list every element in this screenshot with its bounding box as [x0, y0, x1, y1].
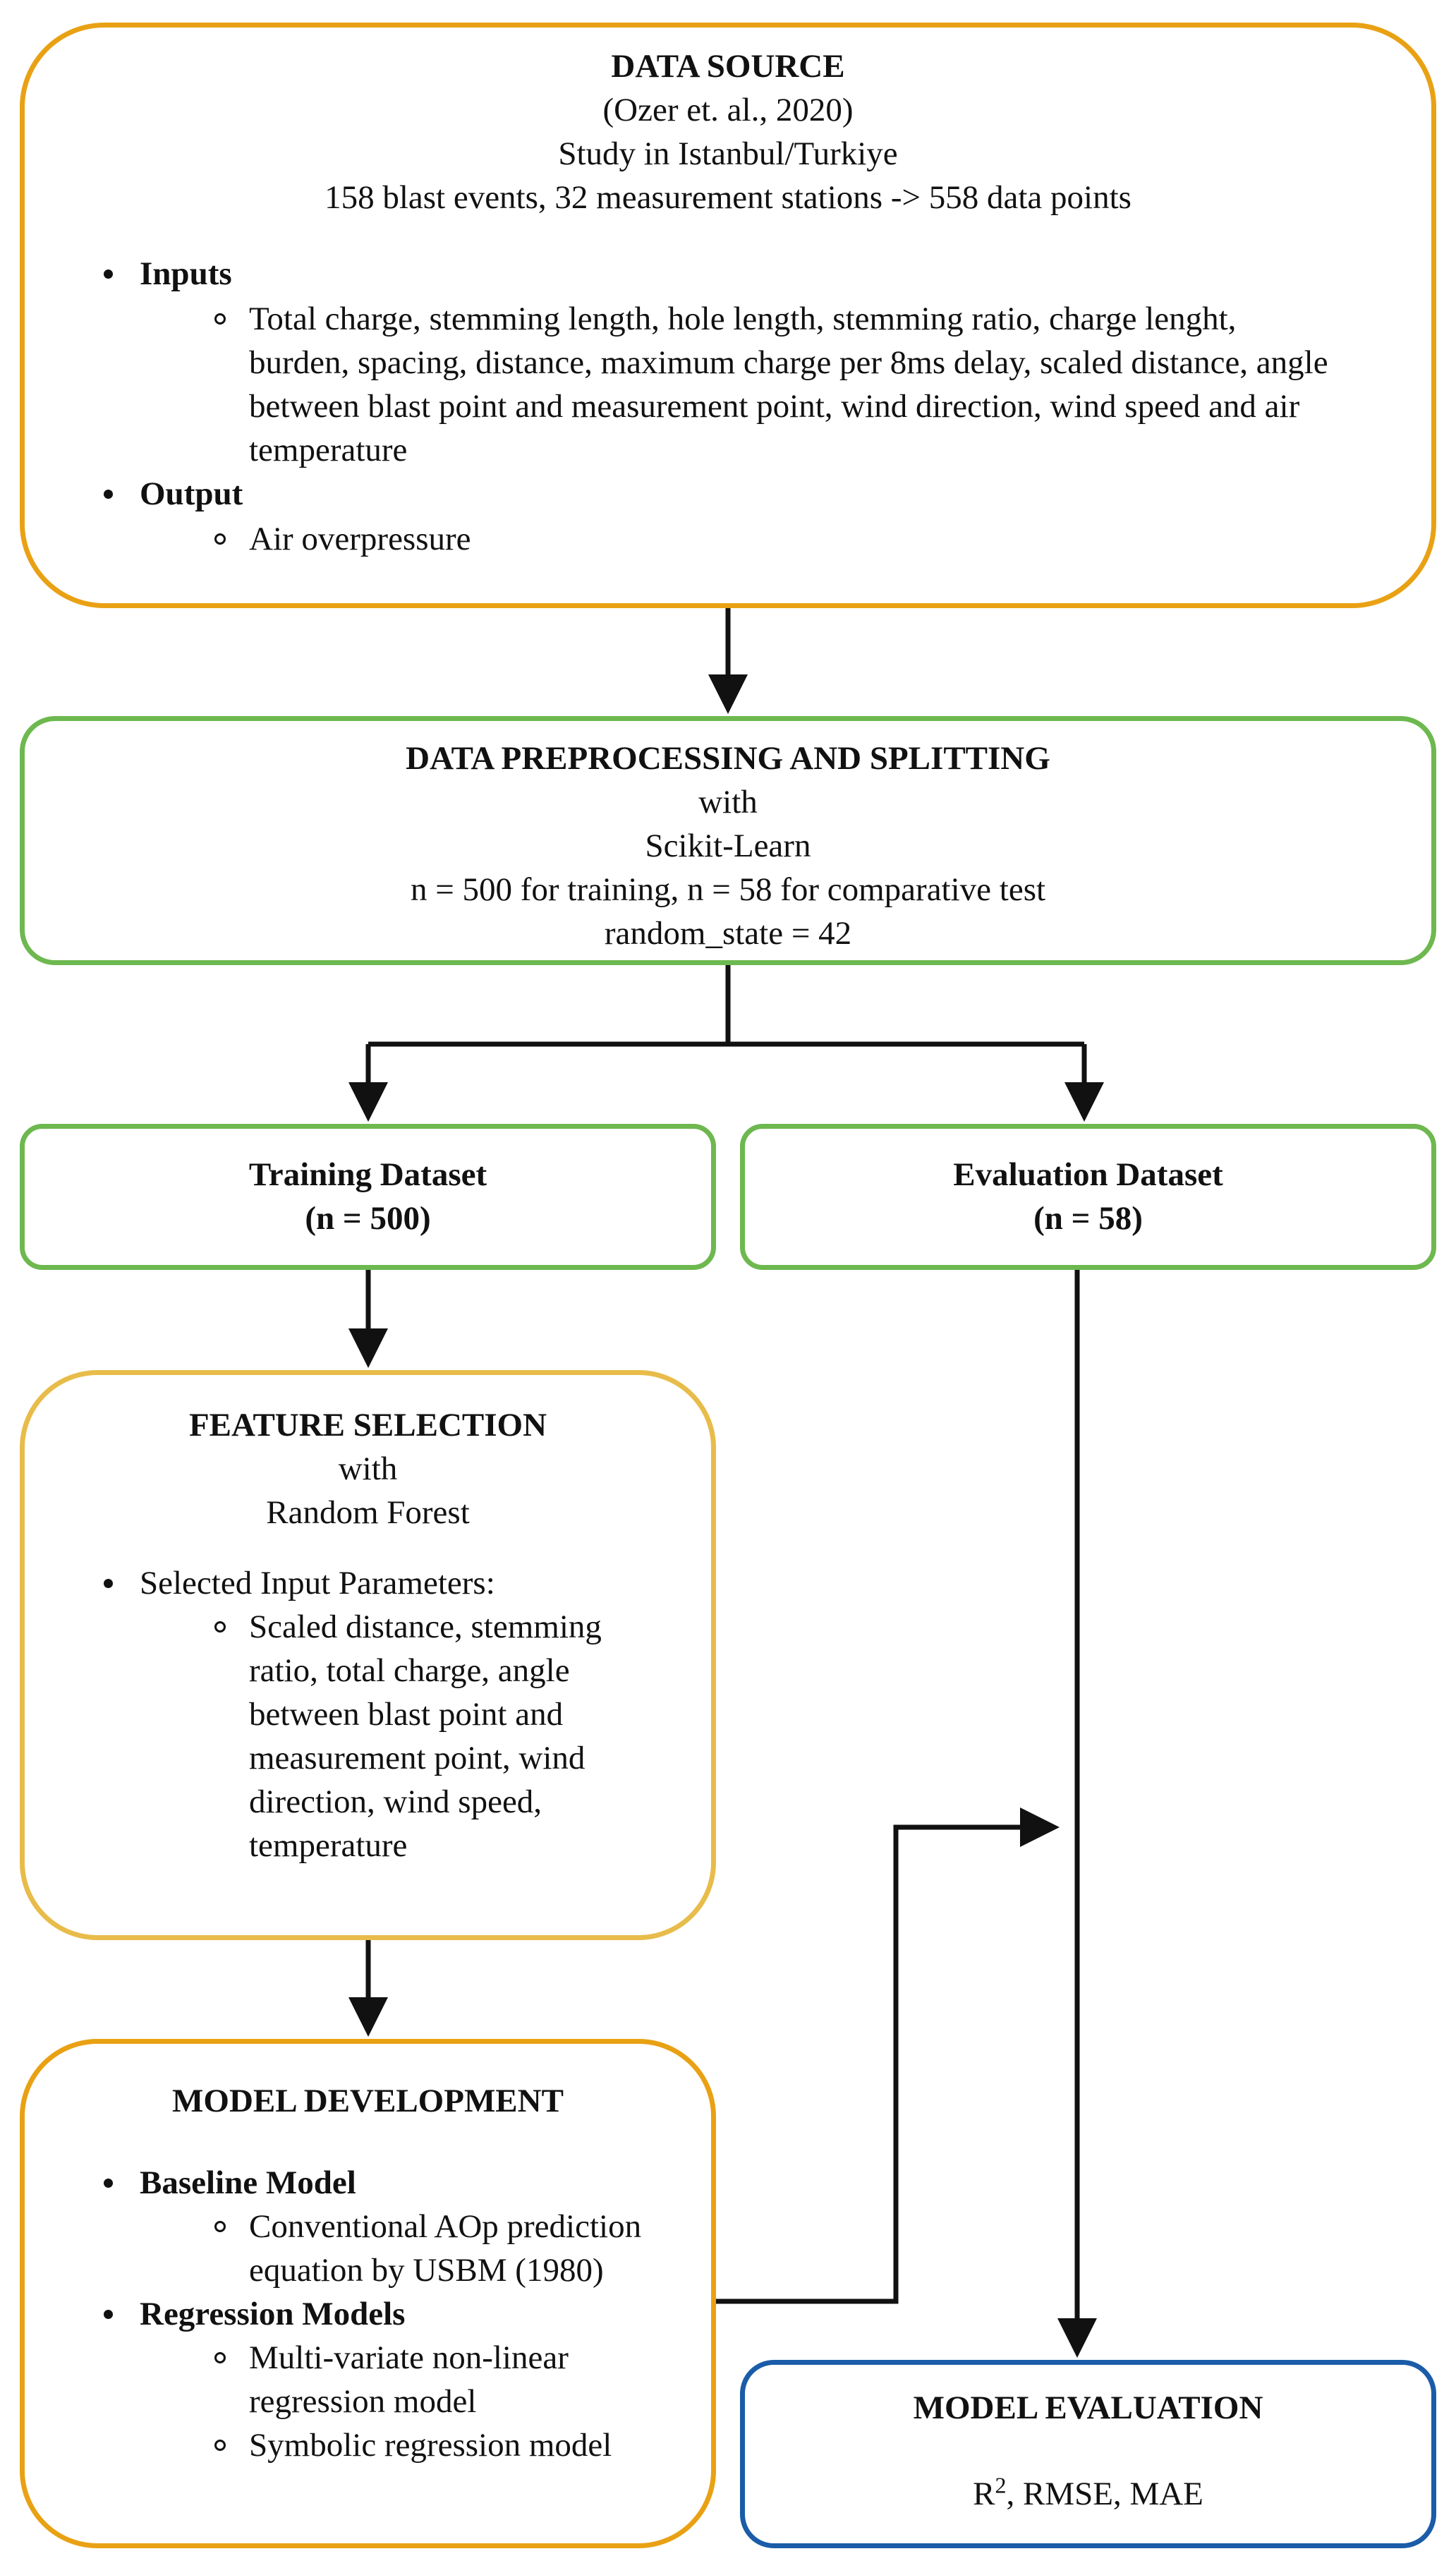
inputs-heading: Inputs: [25, 252, 1431, 296]
regression-model-item-2: Symbolic regression model: [25, 2423, 711, 2467]
selected-parameters-heading: Selected Input Parameters:: [25, 1561, 711, 1605]
baseline-model-item: Conventional AOp prediction equation by …: [25, 2205, 711, 2292]
preprocessing-tool: Scikit-Learn: [645, 828, 811, 864]
metric-r-squared: R: [973, 2476, 995, 2512]
evaluation-dataset-title: Evaluation Dataset: [953, 1156, 1223, 1193]
model-evaluation-metrics: R2, RMSE, MAE: [745, 2472, 1431, 2516]
training-dataset-title: Training Dataset: [248, 1156, 487, 1193]
training-dataset-count: (n = 500): [305, 1200, 431, 1237]
preprocessing-box: DATA PREPROCESSING AND SPLITTING with Sc…: [20, 716, 1436, 965]
model-evaluation-box: MODEL EVALUATION R2, RMSE, MAE: [740, 2360, 1436, 2548]
baseline-model-heading: Baseline Model: [25, 2161, 711, 2205]
feature-selection-method: Random Forest: [266, 1494, 470, 1531]
training-dataset-box: Training Dataset (n = 500): [20, 1124, 716, 1270]
model-development-title: MODEL DEVELOPMENT: [172, 2083, 564, 2119]
feature-selection-with: with: [338, 1450, 398, 1487]
selected-parameters-list-item: Scaled distance, stemming ratio, total c…: [25, 1605, 711, 1867]
preprocessing-random-state: random_state = 42: [604, 915, 852, 952]
preprocessing-title: DATA PREPROCESSING AND SPLITTING: [406, 740, 1050, 777]
evaluation-dataset-box: Evaluation Dataset (n = 58): [740, 1124, 1436, 1270]
model-evaluation-title: MODEL EVALUATION: [913, 2390, 1263, 2426]
arrow-model-development-to-evaluation-line: [716, 1807, 1060, 2304]
preprocessing-split: n = 500 for training, n = 58 for compara…: [410, 871, 1046, 908]
regression-models-heading: Regression Models: [25, 2292, 711, 2336]
model-development-box: MODEL DEVELOPMENT Baseline Model Convent…: [20, 2039, 716, 2548]
feature-selection-title: FEATURE SELECTION: [188, 1407, 547, 1443]
preprocessing-with: with: [698, 784, 758, 820]
data-source-summary: 158 blast events, 32 measurement station…: [324, 179, 1132, 216]
output-heading: Output: [25, 472, 1431, 516]
regression-model-item-1: Multi-variate non-linear regression mode…: [25, 2336, 711, 2423]
evaluation-dataset-count: (n = 58): [1033, 1200, 1143, 1237]
data-source-title: DATA SOURCE: [611, 48, 845, 85]
data-source-box: DATA SOURCE (Ozer et. al., 2020) Study i…: [20, 23, 1436, 608]
data-source-study: Study in Istanbul/Turkiye: [558, 135, 898, 172]
data-source-citation: (Ozer et. al., 2020): [602, 92, 854, 128]
feature-selection-box: FEATURE SELECTION with Random Forest Sel…: [20, 1370, 716, 1940]
output-list-item: Air overpressure: [25, 517, 1431, 561]
metric-rmse-mae: , RMSE, MAE: [1006, 2476, 1203, 2512]
inputs-list-item: Total charge, stemming length, hole leng…: [25, 297, 1431, 472]
metric-r-squared-superscript: 2: [995, 2472, 1007, 2498]
